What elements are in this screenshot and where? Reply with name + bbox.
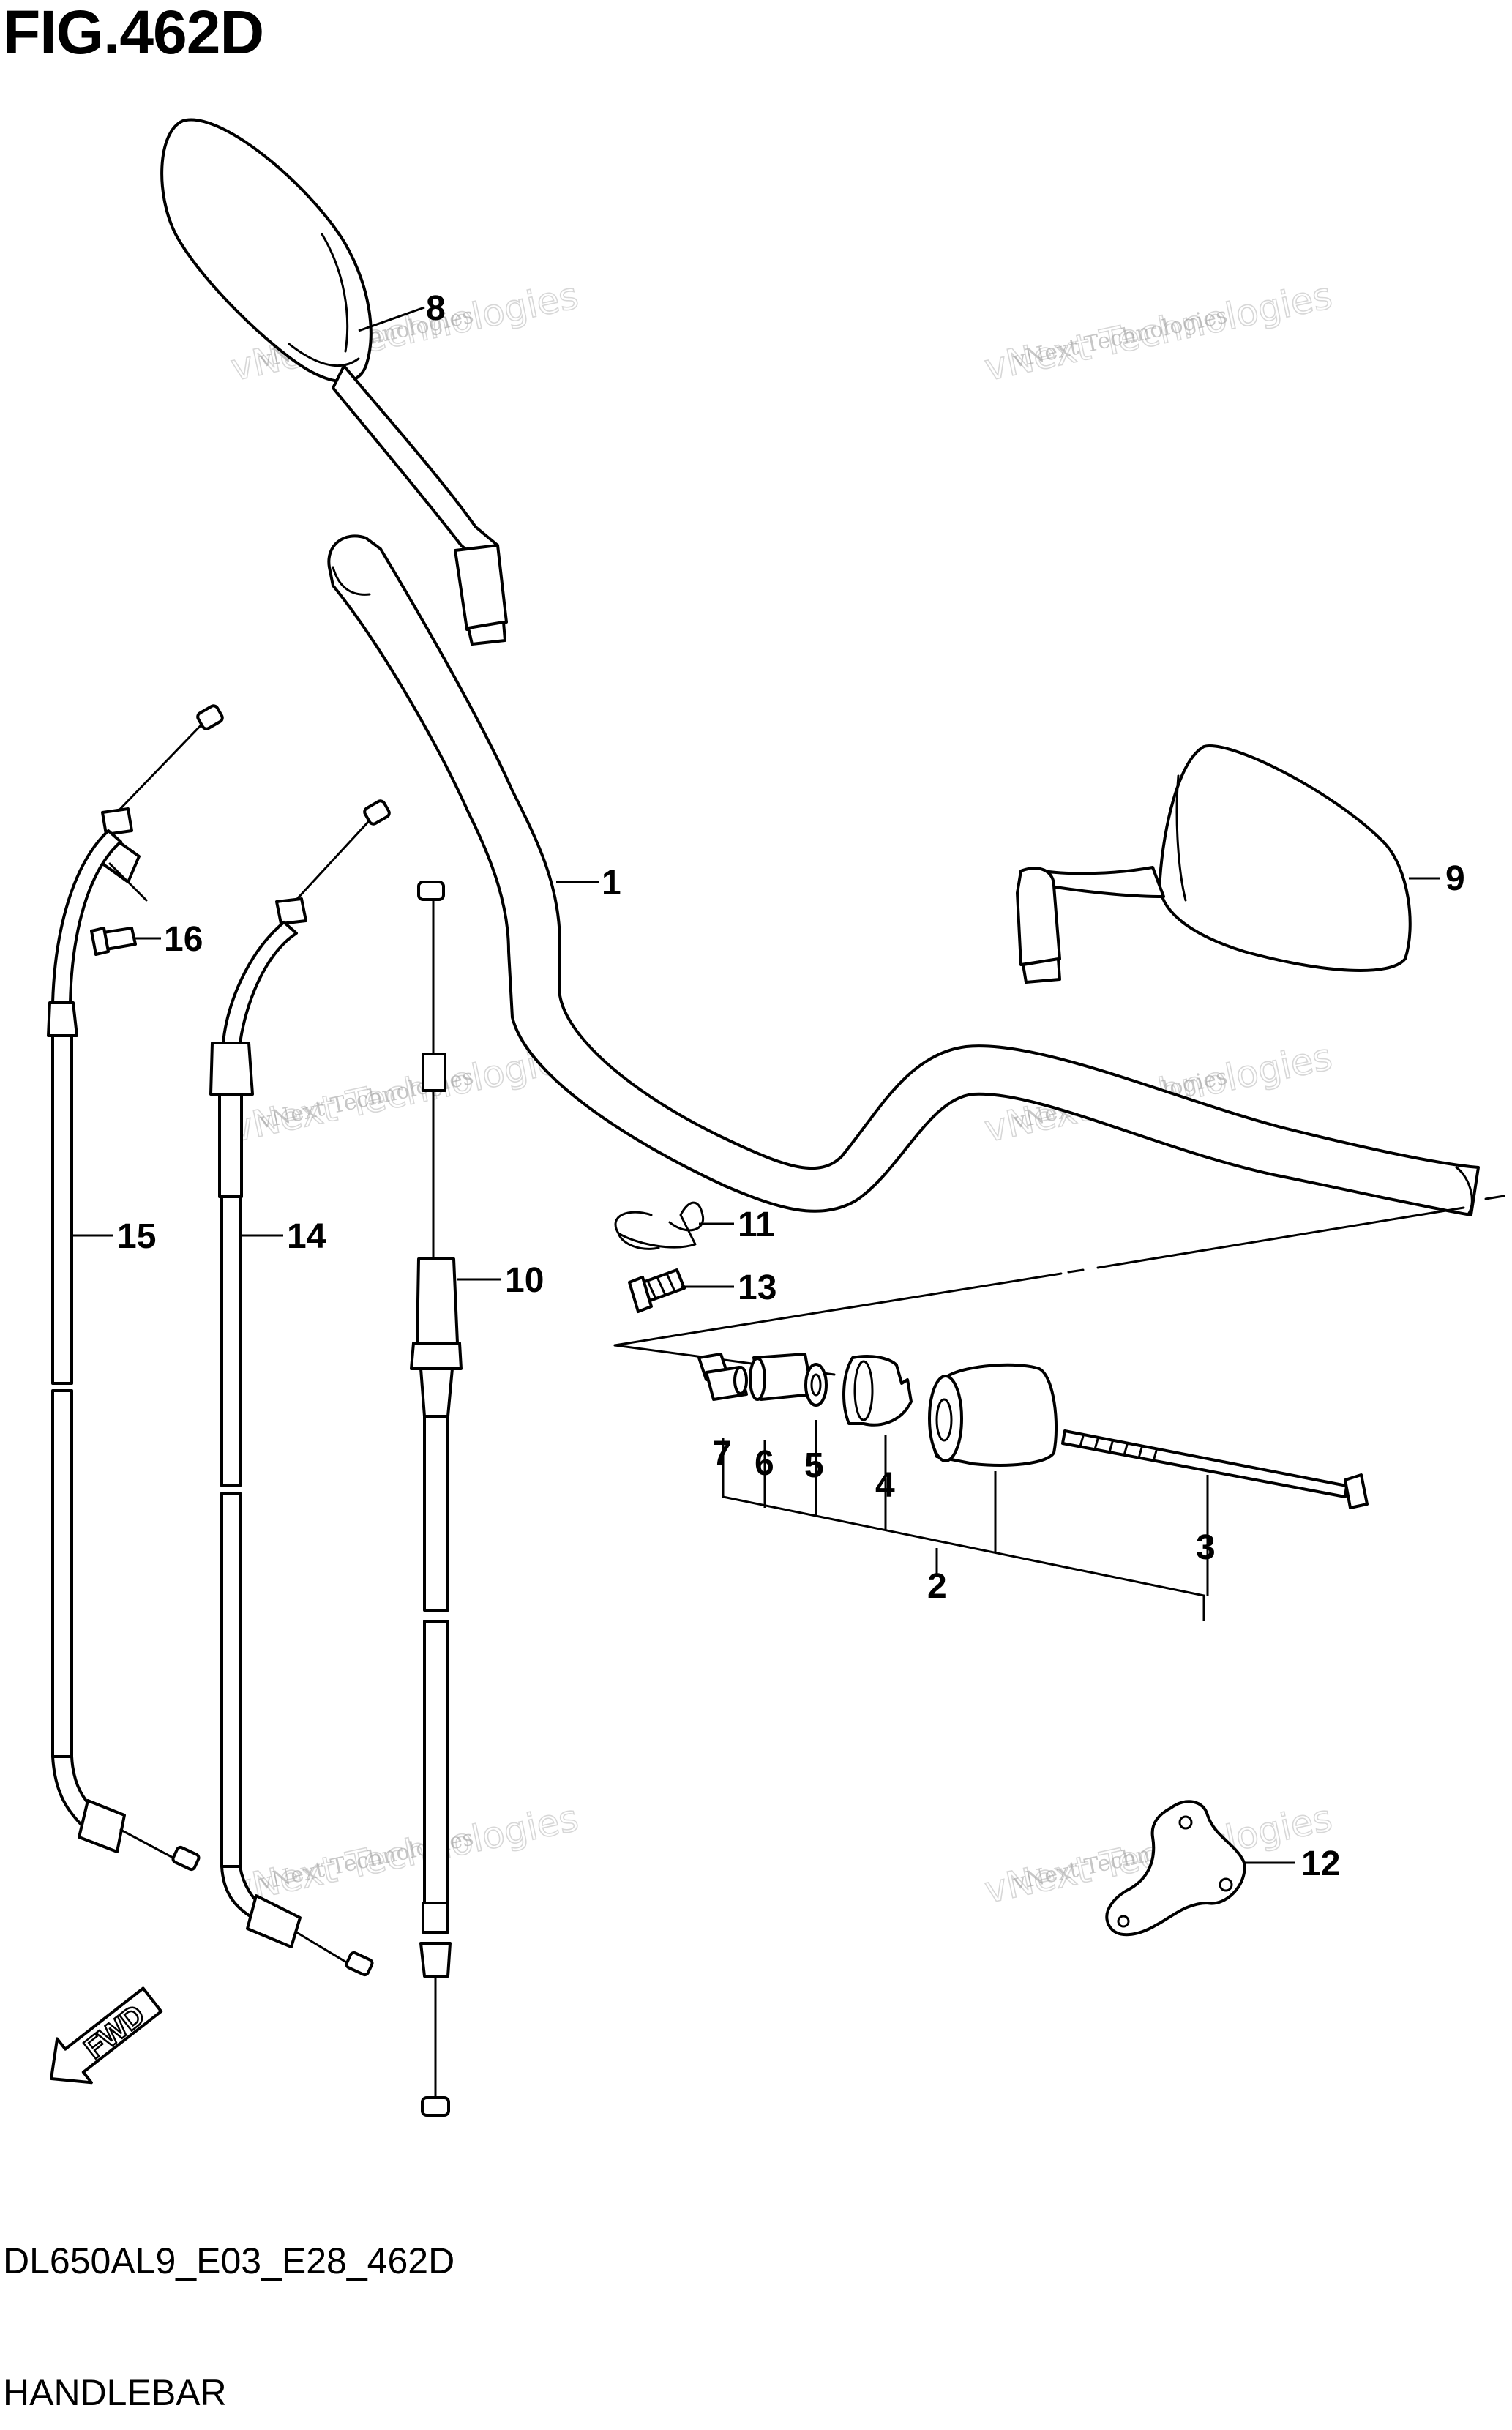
callout-1: 1 — [602, 864, 621, 902]
watermark: vNext Technologies vNext Technologies — [227, 1796, 583, 1913]
collar-nut[interactable] — [697, 1353, 748, 1401]
clamp-bolt[interactable] — [628, 1268, 686, 1313]
bracket-line-2 — [722, 1438, 1205, 1621]
handlebar[interactable] — [327, 534, 1505, 1216]
throttle-cable-14[interactable] — [209, 799, 391, 1977]
callout-14: 14 — [287, 1217, 326, 1256]
figure-code: DL650AL9_E03_E28_462D — [3, 2240, 455, 2281]
throttle-cable-15[interactable] — [47, 704, 224, 1872]
callout-8: 8 — [426, 289, 446, 328]
callout-10: 10 — [505, 1261, 544, 1300]
wire-clip[interactable] — [614, 1201, 705, 1250]
clutch-cable-10[interactable] — [410, 881, 463, 2117]
callout-11: 11 — [738, 1205, 775, 1244]
bar-end-assembly — [613, 1206, 1465, 1621]
callout-13: 13 — [738, 1268, 776, 1307]
callout-16: 16 — [164, 920, 203, 959]
fwd-arrow: FWD — [50, 1986, 163, 2085]
callout-3: 3 — [1196, 1528, 1216, 1567]
bracket-12[interactable] — [1105, 1800, 1246, 1937]
spacer[interactable] — [749, 1353, 814, 1401]
callout-2: 2 — [927, 1567, 947, 1606]
washer[interactable] — [804, 1363, 828, 1407]
callouts: 8 1 9 11 13 10 15 14 16 7 6 5 4 3 2 12 — [117, 289, 1465, 1883]
callout-7: 7 — [712, 1435, 732, 1473]
figure-name: HANDLEBAR — [3, 2372, 227, 2413]
long-bolt[interactable] — [1061, 1429, 1369, 1509]
bar-end-weight[interactable] — [928, 1363, 1058, 1467]
watermark: vNext Technologies vNext Technologies — [981, 274, 1336, 390]
right-mirror[interactable] — [1016, 744, 1412, 984]
callout-12: 12 — [1301, 1844, 1340, 1883]
figure-title: FIG.462D — [3, 0, 264, 67]
callout-6: 6 — [755, 1444, 774, 1483]
callout-9: 9 — [1445, 859, 1465, 898]
screw-16[interactable] — [90, 927, 137, 956]
left-mirror[interactable] — [160, 118, 508, 646]
callout-4: 4 — [875, 1466, 895, 1505]
leader-lines — [72, 306, 1440, 1864]
rubber-damper[interactable] — [842, 1355, 913, 1427]
callout-15: 15 — [117, 1217, 156, 1256]
callout-5: 5 — [804, 1446, 824, 1485]
